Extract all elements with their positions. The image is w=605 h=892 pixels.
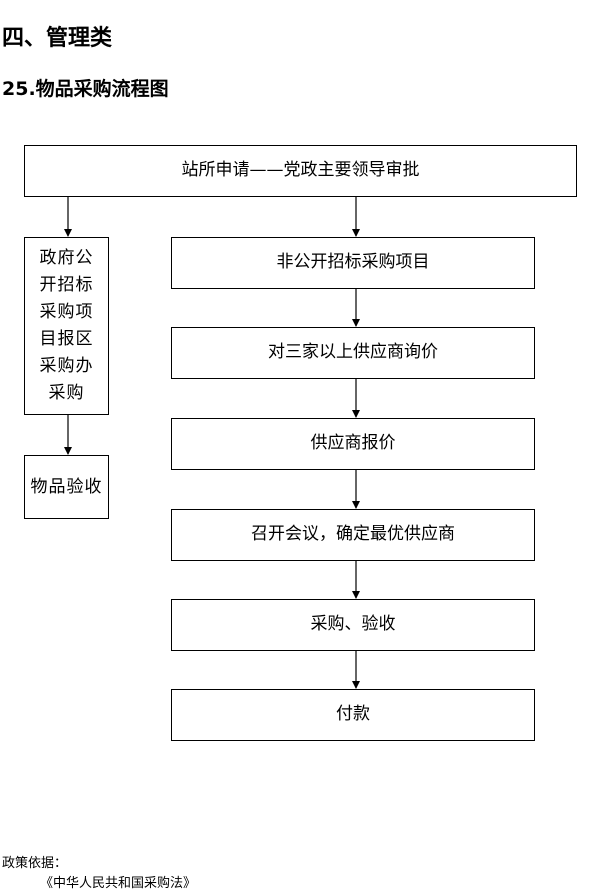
step-application-approval: 站所申请——党政主要领导审批 <box>24 145 577 197</box>
section-heading: 四、管理类 <box>2 26 113 51</box>
step-goods-inspection-text: 物品验收 <box>30 476 103 497</box>
step-supplier-quote: 供应商报价 <box>171 418 535 470</box>
step-payment: 付款 <box>171 689 535 741</box>
step-non-public-tender: 非公开招标采购项目 <box>171 237 535 289</box>
step-goods-inspection: 物品验收 <box>24 455 109 519</box>
step-select-supplier-meeting: 召开会议，确定最优供应商 <box>171 509 535 561</box>
step-supplier-inquiry: 对三家以上供应商询价 <box>171 327 535 379</box>
step-public-tender-text: 政府公开招标采购项目报区采购办采购 <box>39 248 94 403</box>
flowchart-title: 25.物品采购流程图 <box>2 78 169 100</box>
step-public-tender-procurement: 政府公开招标采购项目报区采购办采购 <box>24 237 109 415</box>
step-purchase-inspection: 采购、验收 <box>171 599 535 651</box>
policy-basis-label: 政策依据： <box>2 856 68 871</box>
policy-basis-law: 《中华人民共和国采购法》 <box>40 876 197 891</box>
